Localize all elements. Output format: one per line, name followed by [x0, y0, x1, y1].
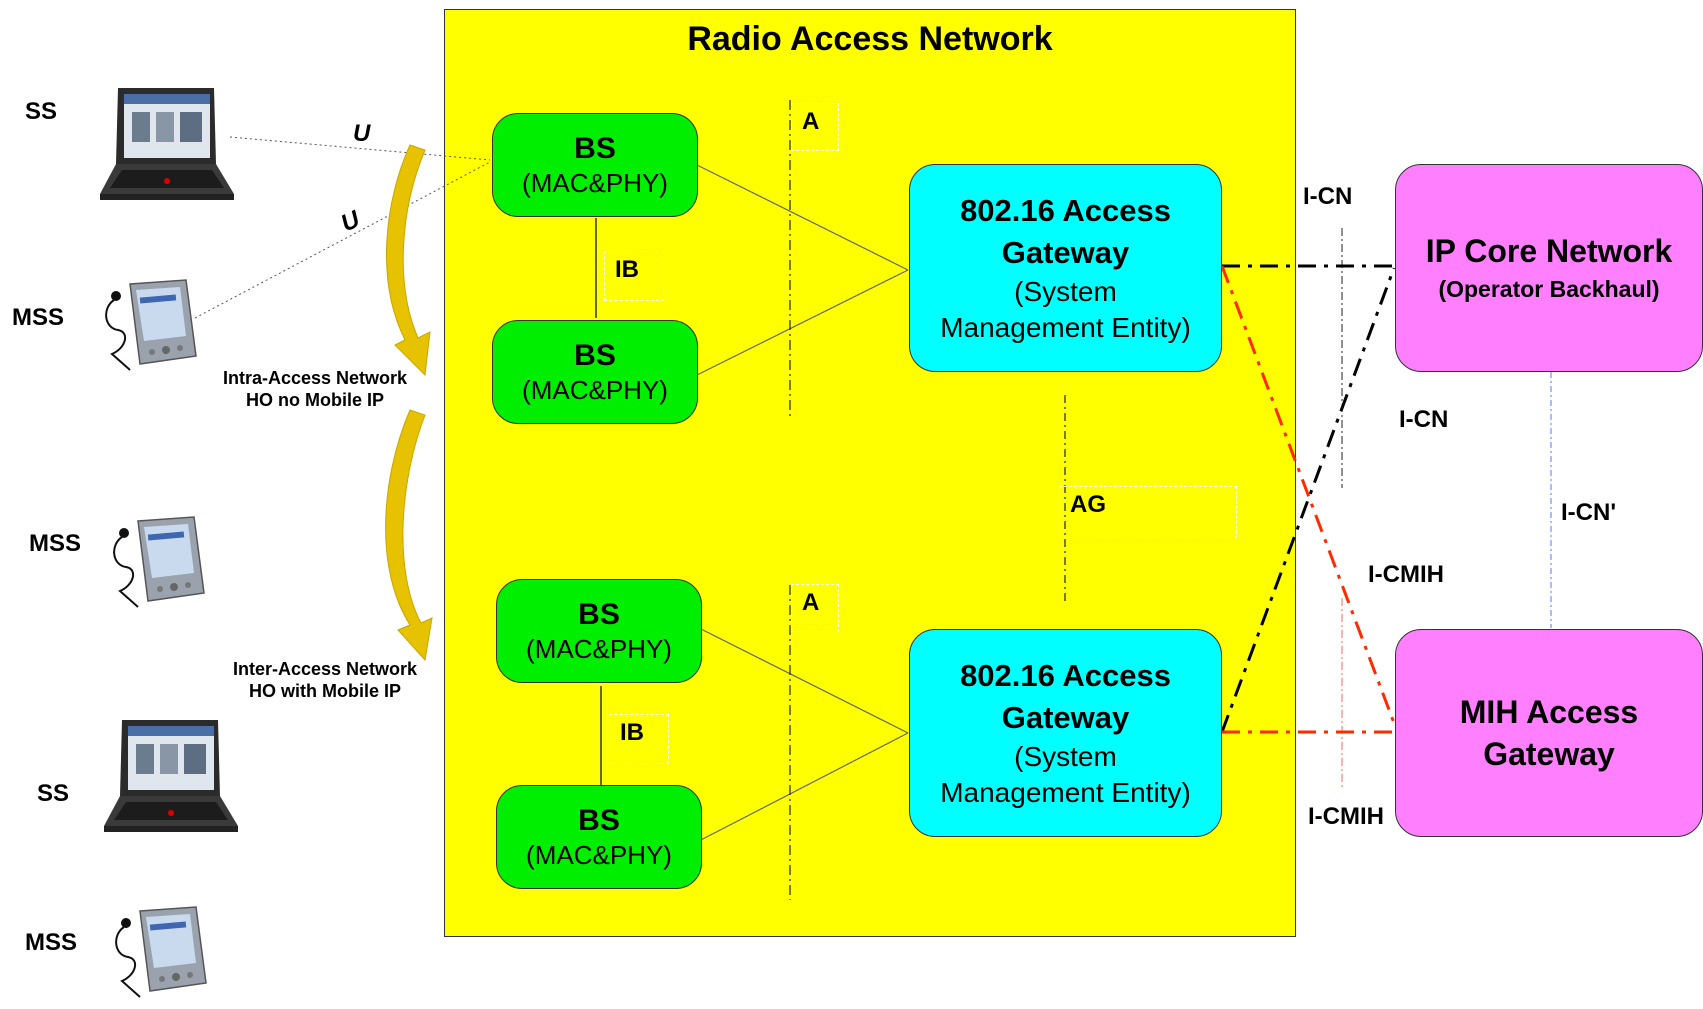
- bs4-agw2-link: [696, 732, 909, 843]
- inter-handover-caption: Inter-Access Network HO with Mobile IP: [205, 658, 445, 702]
- bs-title: BS: [574, 339, 616, 372]
- bs-title: BS: [574, 132, 616, 165]
- ib-ref-label-lower: IB: [609, 714, 669, 764]
- intra-caption-line1: Intra-Access Network: [222, 368, 408, 388]
- mss-label-2: MSS: [29, 530, 82, 557]
- agw-sub-line1: (System: [1014, 741, 1117, 772]
- access-gateway-1: 802.16 Access Gateway (System Management…: [909, 164, 1222, 372]
- agw-sub-line2: Management Entity): [940, 777, 1191, 808]
- ss-label-bottom: SS: [37, 780, 70, 807]
- handover-arrow-inter: [385, 409, 433, 662]
- u-link-mss: [194, 161, 491, 319]
- mih-title-line1: MIH Access: [1459, 694, 1639, 730]
- ib-ref-label-upper: IB: [604, 251, 664, 301]
- mih-title-line2: Gateway: [1483, 736, 1615, 772]
- icmih-label-mid: I-CMIH: [1368, 561, 1444, 588]
- agw-title-line1: 802.16 Access: [960, 193, 1171, 228]
- core-subtitle: (Operator Backhaul): [1438, 276, 1660, 302]
- icmih-label-bottom: I-CMIH: [1303, 803, 1384, 831]
- ip-core-network: IP Core Network (Operator Backhaul): [1395, 164, 1703, 372]
- agw-title-line1: 802.16 Access: [960, 658, 1171, 693]
- agw-sub-line1: (System: [1014, 276, 1117, 307]
- mss-label-3: MSS: [25, 929, 78, 956]
- pda-icon: [113, 516, 205, 608]
- laptop-icon: [104, 720, 238, 832]
- u-link-ss: [229, 136, 491, 161]
- bs-subtitle: (MAC&PHY): [522, 375, 668, 405]
- bs3-agw2-link: [696, 626, 909, 734]
- a-ref-label-lower: A: [791, 584, 839, 632]
- bs-subtitle: (MAC&PHY): [526, 840, 672, 870]
- intra-caption-line2: HO no Mobile IP: [246, 390, 384, 410]
- inter-caption-line1: Inter-Access Network: [232, 659, 418, 679]
- inter-caption-line2: HO with Mobile IP: [249, 681, 401, 701]
- agw1-mih-link: [1220, 265, 1396, 724]
- bs-subtitle: (MAC&PHY): [522, 168, 668, 198]
- u-label-ss: U: [353, 120, 371, 147]
- bs1-agw1-link: [696, 164, 909, 271]
- ss-label-top: SS: [25, 98, 58, 125]
- mih-access-gateway: MIH Access Gateway: [1395, 629, 1703, 837]
- handover-arrow-intra: [386, 144, 431, 377]
- agw-sub-line2: Management Entity): [940, 312, 1191, 343]
- bs-box-4: BS (MAC&PHY): [496, 785, 702, 889]
- bs-title: BS: [578, 598, 620, 631]
- bs-box-1: BS (MAC&PHY): [492, 113, 698, 217]
- intra-handover-caption: Intra-Access Network HO no Mobile IP: [195, 367, 435, 411]
- core-title: IP Core Network: [1425, 233, 1673, 269]
- agw2-core-link: [1220, 267, 1396, 733]
- bs2-agw1-link: [696, 269, 909, 376]
- mss-label-1: MSS: [12, 304, 65, 331]
- agw-title-line2: Gateway: [1001, 235, 1130, 270]
- laptop-icon: [100, 88, 234, 200]
- ran-title: Radio Access Network: [687, 20, 1053, 58]
- icn-label-top: I-CN: [1303, 183, 1353, 210]
- agw-title-line2: Gateway: [1001, 700, 1130, 735]
- access-gateway-2: 802.16 Access Gateway (System Management…: [909, 629, 1222, 837]
- pda-icon: [105, 279, 197, 371]
- pda-icon: [115, 906, 207, 998]
- icn-prime-label: I-CN': [1561, 499, 1617, 526]
- bs-box-2: BS (MAC&PHY): [492, 320, 698, 424]
- bs-title: BS: [578, 804, 620, 837]
- bs-box-3: BS (MAC&PHY): [496, 579, 702, 683]
- bs-subtitle: (MAC&PHY): [526, 634, 672, 664]
- a-ref-label-upper: A: [791, 103, 839, 151]
- ag-ref-label: AG: [1059, 486, 1237, 538]
- icn-label-mid: I-CN: [1399, 406, 1449, 433]
